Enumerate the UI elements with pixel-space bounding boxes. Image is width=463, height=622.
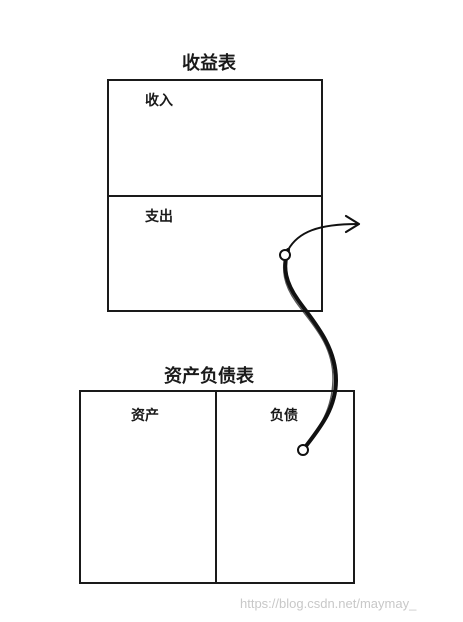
flow-start-circle xyxy=(297,444,309,456)
arrowhead xyxy=(344,214,361,234)
balance-sheet-box xyxy=(79,390,355,584)
balance-sheet-title: 资产负债表 xyxy=(164,366,254,387)
expense-label: 支出 xyxy=(145,209,173,225)
watermark: https://blog.csdn.net/maymay_ xyxy=(240,596,417,611)
flow-curve-upper xyxy=(287,223,359,251)
flow-curve xyxy=(283,248,339,452)
assets-label: 资产 xyxy=(131,408,159,424)
income-statement-title: 收益表 xyxy=(182,53,236,74)
flow-mid-circle xyxy=(279,249,291,261)
income-expense-divider xyxy=(107,195,323,197)
income-label: 收入 xyxy=(145,93,173,109)
flow-curve-texture xyxy=(283,251,334,449)
assets-liabilities-divider xyxy=(215,390,217,584)
liabilities-label: 负债 xyxy=(270,408,298,424)
